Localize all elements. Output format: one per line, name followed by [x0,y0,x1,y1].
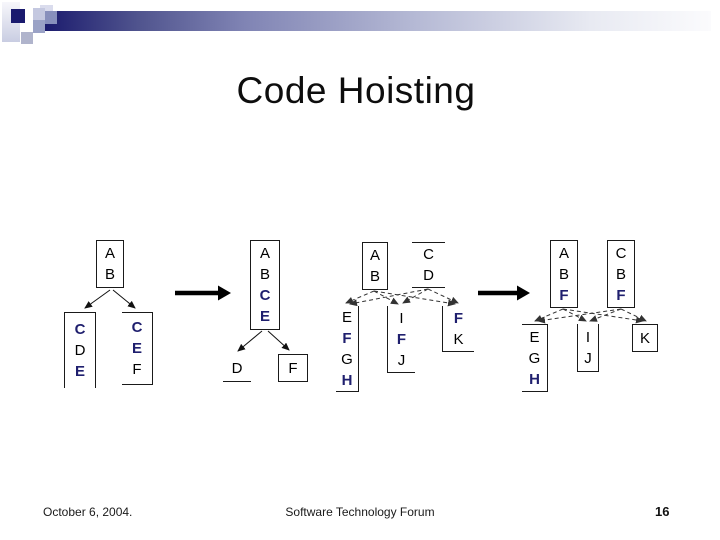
step4-block-top-right: C B F [607,240,635,308]
code-letter: H [529,370,540,388]
step2-block-left: D [223,356,251,382]
step3-block-top-left: A B [362,242,388,290]
code-letter: C [259,287,271,304]
step2-flow-arrows [237,330,290,352]
step3-block-bottom-middle: I F J [387,306,415,373]
code-letter: E [529,328,540,346]
code-letter: A [104,245,115,262]
step1-block-top: A B [96,240,124,288]
code-letter: C [423,246,434,263]
code-letter: G [528,349,541,367]
step1-flow-arrows [84,289,136,309]
step1-block-left: C D E [64,312,96,388]
code-letter: B [104,266,115,283]
step2-block-top: A B C E [250,240,280,330]
header-bar [45,11,711,31]
code-letter: D [231,360,243,377]
step3-block-top-right: C D [412,242,445,288]
page-number: 16 [655,504,670,519]
code-letter: F [616,286,626,304]
step3-block-bottom-right: F K [442,306,474,352]
code-letter: A [558,244,569,262]
header-square [11,9,25,23]
step4-flow-arrows [534,308,647,324]
code-letter: K [453,330,464,348]
code-letter: E [341,308,352,326]
code-letter: I [399,309,404,327]
code-letter: B [369,268,380,285]
transform-arrow-1 [175,285,231,301]
code-letter: C [74,321,86,338]
step4-block-bottom-middle: I J [577,324,599,372]
code-letter: B [259,266,270,283]
code-letter: C [131,319,143,336]
code-letter: E [259,308,270,325]
code-letter: D [74,342,86,359]
step3-block-bottom-left: E F G H [336,306,359,392]
footer-date: October 6, 2004. [43,505,133,519]
step4-block-top-left: A B F [550,240,578,308]
code-letter: F [342,329,352,347]
code-letter: J [584,349,592,367]
code-letter: H [341,371,353,389]
header-square [45,11,57,24]
code-letter: I [585,328,591,346]
code-letter: F [132,361,142,378]
code-letter: G [341,350,353,368]
step4-block-bottom-right: K [632,324,658,352]
step2-block-right: F [278,354,308,382]
header-square [21,32,33,44]
code-letter: F [288,359,298,377]
transform-arrow-2 [478,285,530,301]
code-letter: F [453,309,464,327]
code-letter: K [639,329,650,347]
slide-title: Code Hoisting [236,70,476,111]
step3-flow-arrows [345,288,459,307]
code-letter: E [74,363,85,380]
code-letter: B [615,265,626,283]
footer-forum-title: Software Technology Forum [285,505,435,519]
code-letter: J [397,351,406,369]
header-square [33,8,45,20]
code-letter: F [396,330,407,348]
code-letter: F [559,286,569,304]
header-square [33,20,45,33]
step1-block-right: C E F [122,312,153,385]
code-letter: C [615,244,627,262]
step4-block-bottom-left: E G H [522,324,548,392]
code-letter: A [259,245,270,262]
code-letter: E [131,340,142,357]
code-letter: A [369,247,380,264]
code-letter: D [423,267,434,284]
code-letter: B [558,265,569,283]
